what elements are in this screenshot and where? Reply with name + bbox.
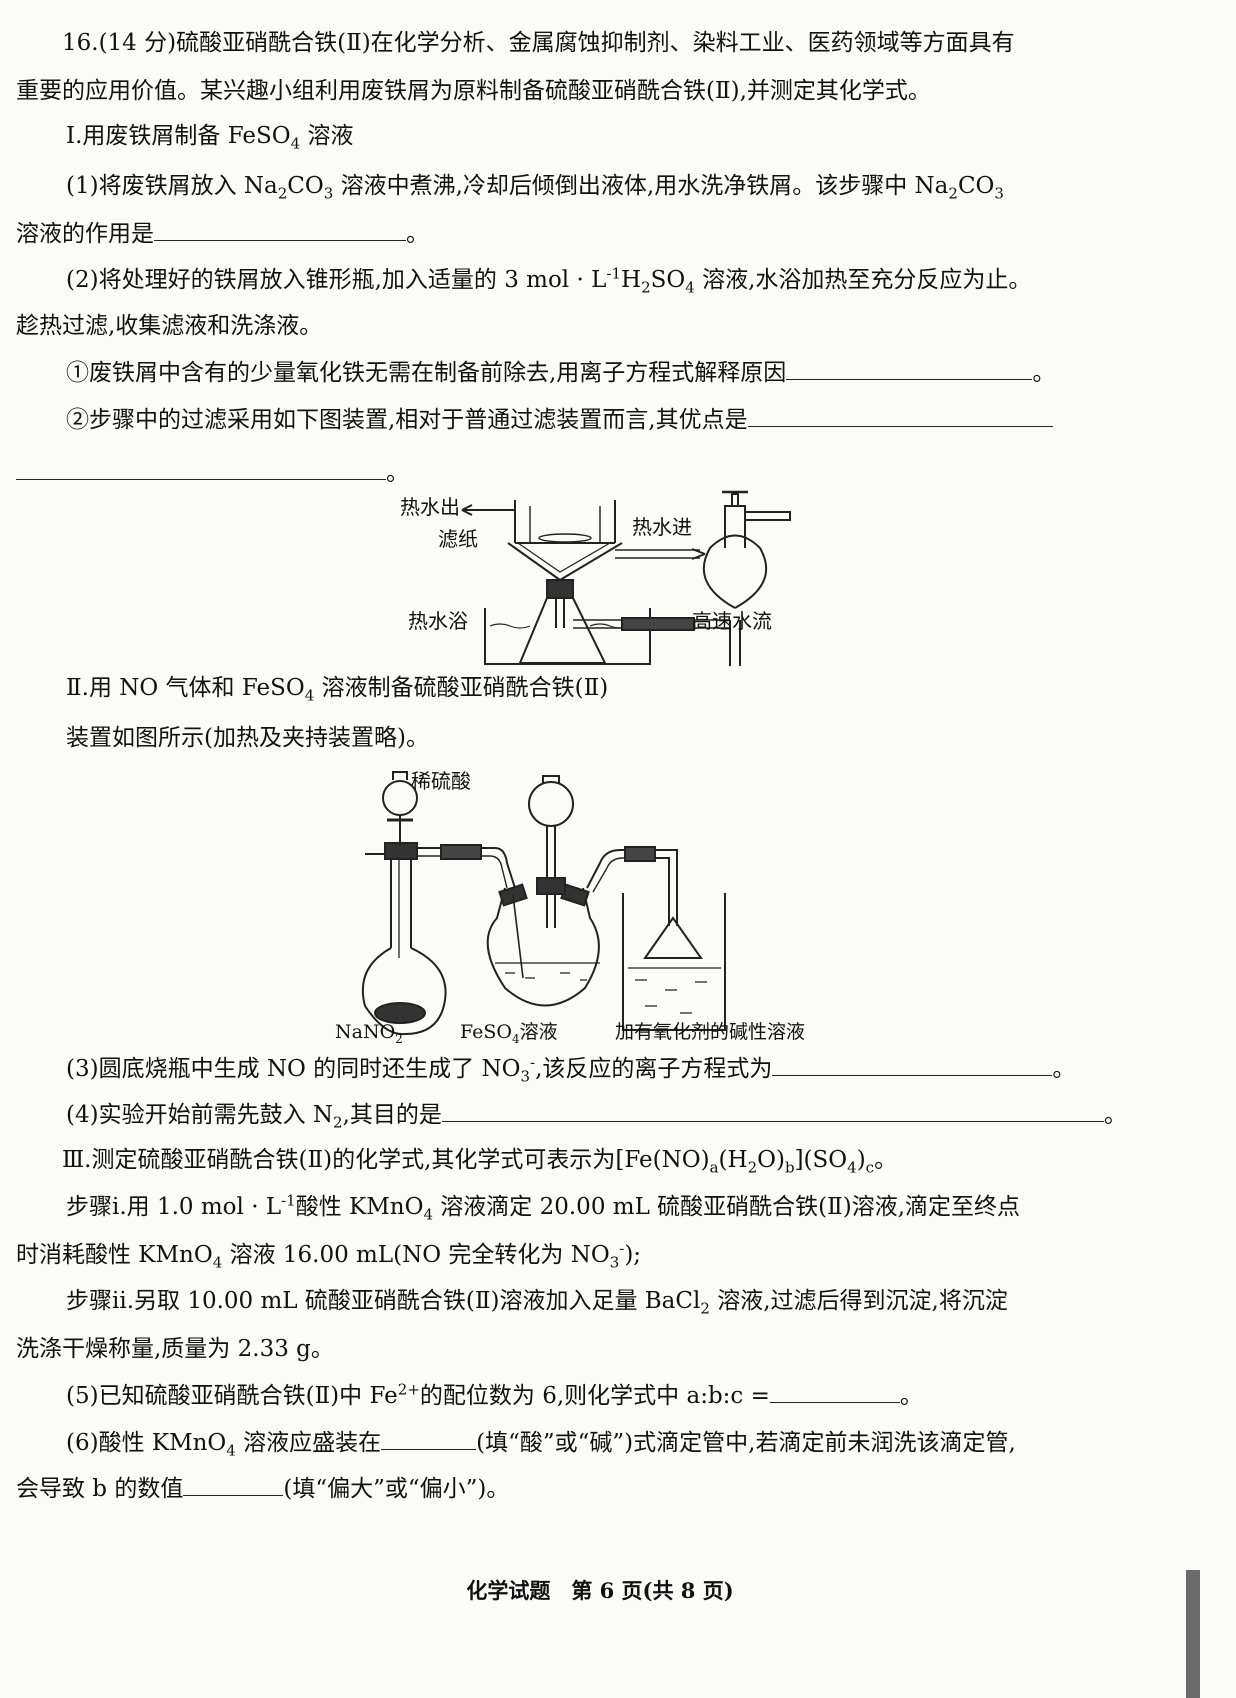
q2-1-answer-blank[interactable] [786,357,1033,380]
label-hot-water-bath: 热水浴 [408,609,468,633]
step1-line-2: 时消耗酸性 KMnO4 溶液 16.00 mL(NO 完全转化为 NO3-); [16,1239,642,1272]
step2-line-2: 洗涤干燥称量,质量为 2.33 g。 [16,1336,334,1362]
q1-line-1: (1)将废铁屑放入 Na2CO3 溶液中煮沸,冷却后倾倒出液体,用水洗净铁屑。该… [66,173,1004,203]
q3-answer-blank[interactable] [772,1053,1053,1076]
q6-line-2: 会导致 b 的数值(填“偏大”或“偏小”)。 [16,1473,1186,1504]
q4: (4)实验开始前需先鼓入 N2,其目的是。 [66,1099,1236,1130]
q2-1: ①废铁屑中含有的少量氧化铁无需在制备前除去,用离子方程式解释原因。 [66,357,1236,388]
step2-line-1: 步骤ⅱ.另取 10.00 mL 硫酸亚硝酰合铁(Ⅱ)溶液加入足量 BaCl2 溶… [66,1288,1008,1318]
no-generation-figure: 稀硫酸 NaNO2 FeSO4溶液 加有氧化剂的碱性溶液 [335,769,805,1046]
part3-title: Ⅲ.测定硫酸亚硝酰合铁(Ⅱ)的化学式,其化学式可表示为[Fe(NO)a(H2O)… [62,1147,898,1177]
q1-answer-blank[interactable] [154,218,406,241]
q4-answer-blank[interactable] [441,1099,1104,1122]
part1-title: Ⅰ.用废铁屑制备 FeSO4 溶液 [66,123,354,153]
q5-answer-blank[interactable] [769,1380,900,1403]
label-alkaline-oxidant-solution: 加有氧化剂的碱性溶液 [615,1021,805,1043]
exam-page: 16.(14 分)硫酸亚硝酰合铁(Ⅱ)在化学分析、金属腐蚀抑制剂、染料工业、医药… [16,30,1200,1698]
q2-2: ②步骤中的过滤采用如下图装置,相对于普通过滤装置而言,其优点是 [66,404,1236,435]
q6-line-1: (6)酸性 KMnO4 溶液应盛装在(填“酸”或“碱”)式滴定管中,若滴定前未润… [66,1427,1236,1458]
q1-line-2: 溶液的作用是。 [16,218,1186,249]
part2-desc: 装置如图所示(加热及夹持装置略)。 [66,725,429,751]
label-dilute-sulfuric-acid: 稀硫酸 [411,769,471,793]
q6-answer-blank-a[interactable] [381,1427,477,1450]
hot-filtration-figure: 热水出 滤纸 热水进 热水浴 高速水流 [400,490,791,666]
jacket-walls [514,500,616,543]
part2-title: Ⅱ.用 NO 气体和 FeSO4 溶液制备硫酸亚硝酰合铁(Ⅱ) [66,675,609,705]
q2-line-2: 趁热过滤,收集滤液和洗涤液。 [16,313,323,339]
intro-line-2: 重要的应用价值。某兴趣小组利用废铁屑为原料制备硫酸亚硝酰合铁(Ⅱ),并测定其化学… [16,78,931,104]
q2-2-answer-blank-a[interactable] [747,404,1053,427]
scan-edge [1186,1570,1200,1698]
label-feso4-solution: FeSO4溶液 [460,1021,558,1046]
step1-line-1: 步骤ⅰ.用 1.0 mol · L-1酸性 KMnO4 溶液滴定 20.00 m… [66,1191,1021,1224]
q2-line-1: (2)将处理好的铁屑放入锥形瓶,加入适量的 3 mol · L-1H2SO4 溶… [66,264,1032,297]
q2-2-answer-blank-b[interactable] [16,457,386,480]
q5: (5)已知硫酸亚硝酰合铁(Ⅱ)中 Fe2+的配位数为 6,则化学式中 a:b:c… [66,1380,923,1409]
svg-text:稀硫酸: 稀硫酸 [411,769,471,793]
label-high-speed-flow: 高速水流 [692,609,772,633]
q6-answer-blank-b[interactable] [183,1473,284,1496]
label-hot-water-in: 热水进 [632,515,692,539]
page-footer: 化学试题 第 6 页(共 8 页) [466,1578,734,1603]
label-filter-paper: 滤纸 [438,527,478,551]
q2-2-line-2: 。 [16,457,1186,488]
intro-line-1: 16.(14 分)硫酸亚硝酰合铁(Ⅱ)在化学分析、金属腐蚀抑制剂、染料工业、医药… [62,30,1015,56]
label-nano2: NaNO2 [335,1021,403,1046]
label-hot-water-out: 热水出 [400,495,460,519]
q3: (3)圆底烧瓶中生成 NO 的同时还生成了 NO3-,该反应的离子方程式为。 [66,1053,1076,1086]
